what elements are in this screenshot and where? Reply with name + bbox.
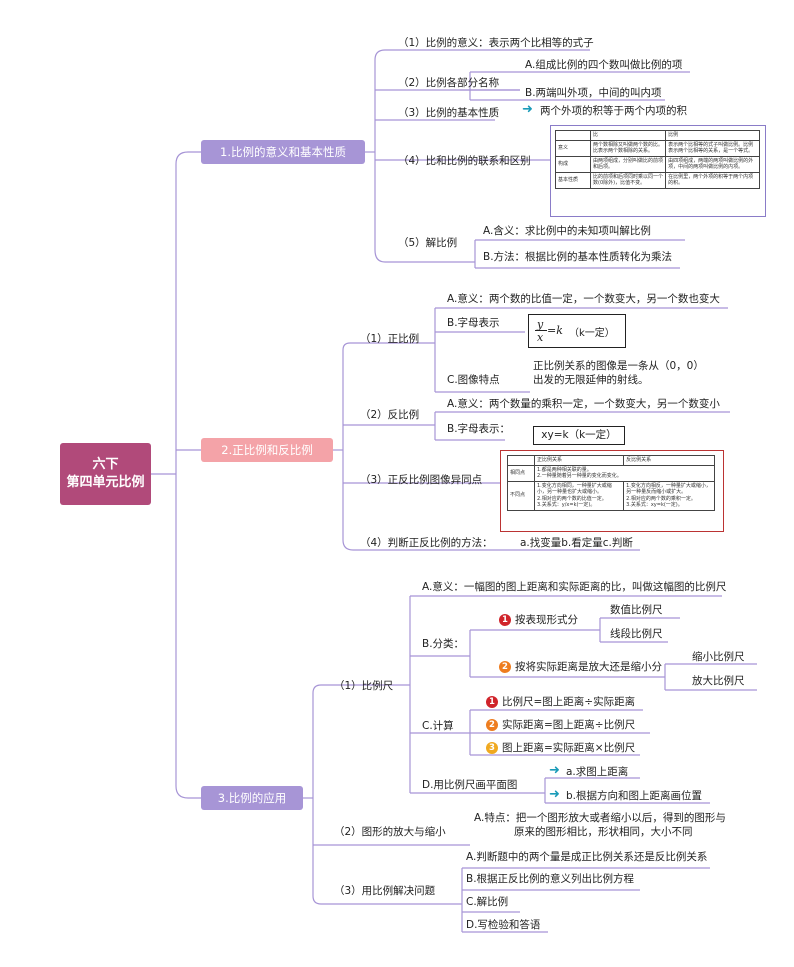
formula-numerator: y xyxy=(537,318,544,331)
b3-item-2a-line2[interactable]: 原来的图形相比，形状相同，大小不同 xyxy=(514,826,693,838)
table-cell: 1.变化方向相同，一种量扩大或缩小，另一种量也扩大或缩小。 xyxy=(537,482,612,496)
b3-item-1b1[interactable]: 按表现形式分 xyxy=(515,614,578,626)
comparison-table-image: 比比例 意义两个数相除又叫做两个数的比。比表示两个数相除的关系。表示两个比相等的… xyxy=(550,125,766,217)
right-arrow-icon: ➜ xyxy=(522,102,533,117)
b2-item-1[interactable]: （1）正比例 xyxy=(360,333,420,345)
b3-item-1[interactable]: （1）比例尺 xyxy=(334,680,394,692)
b1-item-5b[interactable]: B.方法：根据比例的基本性质转化为乘法 xyxy=(483,251,673,263)
b2-item-1c-desc1: 正比例关系的图像是一条从（0，0） xyxy=(533,360,704,372)
b3-item-3[interactable]: （3）用比例解决问题 xyxy=(334,885,436,897)
number-badge-3: 3 xyxy=(486,742,498,754)
fraction-bar xyxy=(535,330,547,331)
right-arrow-icon: ➜ xyxy=(549,787,560,802)
b3-item-1a[interactable]: A.意义：一幅图的图上距离和实际距离的比，叫做这幅图的比例尺 xyxy=(422,581,727,593)
formula-note: （k一定） xyxy=(569,328,615,339)
b2-item-1c[interactable]: C.图像特点 xyxy=(447,374,500,386)
branch-1-topic[interactable]: 1.比例的意义和基本性质 xyxy=(201,140,365,164)
b3-item-1d1[interactable]: a.求图上距离 xyxy=(566,766,629,778)
b3-item-1b2[interactable]: 按将实际距离是放大还是缩小分 xyxy=(515,661,662,673)
b1-item-2b[interactable]: B.两端叫外项，中间的叫内项 xyxy=(525,87,662,99)
number-badge-1: 1 xyxy=(499,614,511,626)
table-header-inverse: 反比例关系 xyxy=(623,455,715,466)
table-cell: 2.相对应的两个数的乘积一定。 xyxy=(626,495,696,502)
b2-item-1b[interactable]: B.字母表示 xyxy=(447,317,500,329)
b3-item-1d[interactable]: D.用比例尺画平面图 xyxy=(422,779,518,791)
b3-item-1c3[interactable]: 图上距离=实际距离×比例尺 xyxy=(502,742,636,754)
b3-item-3a[interactable]: A.判断题中的两个量是成正比例关系还是反比例关系 xyxy=(466,851,708,863)
b1-item-5[interactable]: （5）解比例 xyxy=(398,237,458,249)
table-cell: 3.关系式：xy=k(一定)。 xyxy=(626,502,683,508)
b3-item-3d[interactable]: D.写检验和答语 xyxy=(466,919,541,931)
table-cell: 1.变化方向相反，一种量扩大或缩小，另一种量反而缩小或扩大。 xyxy=(626,482,711,496)
b2-item-3[interactable]: （3）正反比例图像异同点 xyxy=(360,474,483,486)
number-badge-2: 2 xyxy=(499,661,511,673)
table-header-proportion: 比例 xyxy=(665,130,760,141)
table-cell: 比的前项和后项同时乘以同一个数(0除外)，比值不变。 xyxy=(589,171,667,189)
inverse-formula-box: xy=k（k一定） xyxy=(533,426,625,445)
b3-item-1c2[interactable]: 实际距离=图上距离÷比例尺 xyxy=(502,719,636,731)
root-topic[interactable]: 六下 第四单元比例 xyxy=(60,443,151,505)
table-row-label: 不同点 xyxy=(507,480,535,511)
b2-item-2a[interactable]: A.意义：两个数量的乘积一定，一个数变大，另一个数变小 xyxy=(447,398,720,410)
table-header-ratio: 比 xyxy=(589,130,667,141)
b3-item-3b[interactable]: B.根据正反比例的意义列出比例方程 xyxy=(466,873,635,885)
b2-item-4[interactable]: （4）判断正反比例的方法： xyxy=(360,537,493,549)
b2-item-1a[interactable]: A.意义：两个数的比值一定，一个数变大，另一个数也变大 xyxy=(447,293,720,305)
number-badge-2: 2 xyxy=(486,719,498,731)
b1-item-2a[interactable]: A.组成比例的四个数叫做比例的项 xyxy=(525,59,683,71)
b3-item-1b1a[interactable]: 数值比例尺 xyxy=(610,604,663,616)
right-arrow-icon: ➜ xyxy=(549,763,560,778)
root-title-line2: 第四单元比例 xyxy=(66,475,145,490)
ratio-proportion-table: 比比例 意义两个数相除又叫做两个数的比。比表示两个数相除的关系。表示两个比相等的… xyxy=(555,130,760,189)
table-row-label: 基本性质 xyxy=(555,171,591,189)
b3-item-2[interactable]: （2）图形的放大与缩小 xyxy=(334,826,446,838)
b2-item-2[interactable]: （2）反比例 xyxy=(360,409,420,421)
table-cell: 表示两个比相等的式子叫做比例。比例表示两个比相等的关系，是一个等式。 xyxy=(665,139,760,157)
table-cell: 两个数相除又叫做两个数的比。比表示两个数相除的关系。 xyxy=(589,139,667,157)
b2-item-2b[interactable]: B.字母表示： xyxy=(447,423,511,435)
branch-2-topic[interactable]: 2.正比例和反比例 xyxy=(201,438,333,462)
b3-item-2a-line1[interactable]: A.特点：把一个图形放大或者缩小以后，得到的图形与 xyxy=(474,812,726,824)
direct-formula-box: y x =k （k一定） xyxy=(528,314,626,348)
table-header-direct: 正比例关系 xyxy=(533,455,625,466)
table-row-label: 构成 xyxy=(555,155,591,173)
b3-item-1b2b[interactable]: 放大比例尺 xyxy=(692,675,745,687)
b1-item-5a[interactable]: A.含义：求比例中的未知项叫解比例 xyxy=(483,225,651,237)
formula-denominator: x xyxy=(537,331,544,344)
table-cell: 3.关系式：y/x=k(一定)。 xyxy=(537,502,596,508)
table-cell: 2.相对应的两个数的比值一定。 xyxy=(537,495,607,502)
b1-item-3[interactable]: （3）比例的基本性质 xyxy=(398,107,500,119)
b2-item-1c-desc2: 出发的无限延伸的射线。 xyxy=(533,374,649,386)
b3-item-3c[interactable]: C.解比例 xyxy=(466,896,509,908)
table-cell: 在比例里，两个外项的积等于两个内项的积。 xyxy=(665,171,760,189)
b1-item-3a[interactable]: 两个外项的积等于两个内项的积 xyxy=(540,105,687,117)
b3-item-1b2a[interactable]: 缩小比例尺 xyxy=(692,651,745,663)
b3-item-1c[interactable]: C.计算 xyxy=(422,720,454,732)
table-row-label: 相同点 xyxy=(507,464,535,482)
b3-item-1b1b[interactable]: 线段比例尺 xyxy=(610,628,663,640)
b1-item-2[interactable]: （2）比例各部分名称 xyxy=(398,77,500,89)
table-cell: 由四项组成，两端的两项叫做比例的外项，中间的两项叫做比例的内项。 xyxy=(665,155,760,173)
root-title-line1: 六下 xyxy=(92,457,119,472)
b2-item-4a[interactable]: a.找变量b.看定量c.判断 xyxy=(520,537,633,549)
b1-item-4[interactable]: （4）比和比例的联系和区别 xyxy=(398,155,531,167)
b3-item-1b[interactable]: B.分类： xyxy=(422,638,465,650)
formula-equals-k: =k xyxy=(547,324,563,337)
b3-item-1c1[interactable]: 比例尺=图上距离÷实际距离 xyxy=(502,696,636,708)
b1-item-1[interactable]: （1）比例的意义：表示两个比相等的式子 xyxy=(398,37,594,49)
b3-item-1d2[interactable]: b.根据方向和图上距离画位置 xyxy=(566,790,703,802)
table-cell: 由两项组成，分别叫做比的前项和后项。 xyxy=(589,155,667,173)
branch-3-topic[interactable]: 3.比例的应用 xyxy=(201,786,303,810)
number-badge-1: 1 xyxy=(486,696,498,708)
table-cell: 1.都是两种相关联的量。 xyxy=(537,466,592,473)
table-cell: 2.一种量随着另一种量的变化而变化。 xyxy=(537,473,622,479)
table-row-label: 意义 xyxy=(555,139,591,157)
